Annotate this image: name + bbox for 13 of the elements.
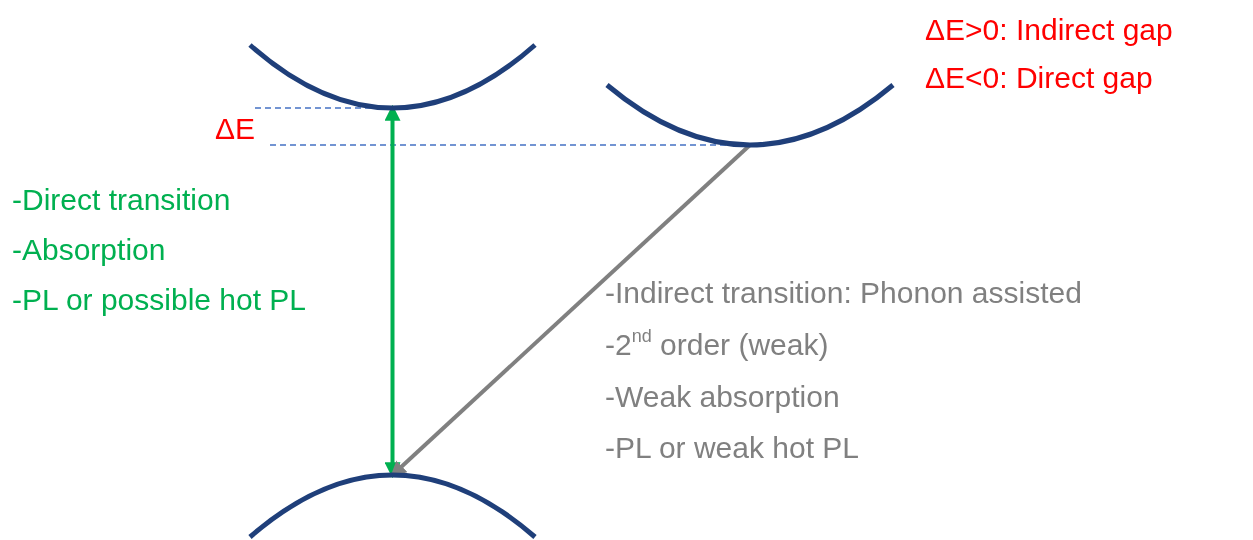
annotation-text: -Weak absorption <box>605 382 840 412</box>
annotation-text: -Indirect transition: Phonon assisted <box>605 278 1082 308</box>
arc-band-curve <box>250 475 535 537</box>
arc-band-curve <box>250 45 535 108</box>
annotation-text: ΔE<0: Direct gap <box>925 63 1153 93</box>
annotation-text: -Absorption <box>12 235 166 265</box>
annotation-text: -PL or possible hot PL <box>12 285 307 315</box>
annotation-text: -2$^{nd}$ order (weak) <box>605 330 829 360</box>
annotation-text: ΔE>0: Indirect gap <box>925 15 1173 45</box>
annotation-text: -Direct transition <box>12 185 231 215</box>
annotation-text: -PL or weak hot PL <box>605 433 860 463</box>
arc-band-curve <box>607 85 893 145</box>
annotation-text: ΔE <box>215 114 256 144</box>
